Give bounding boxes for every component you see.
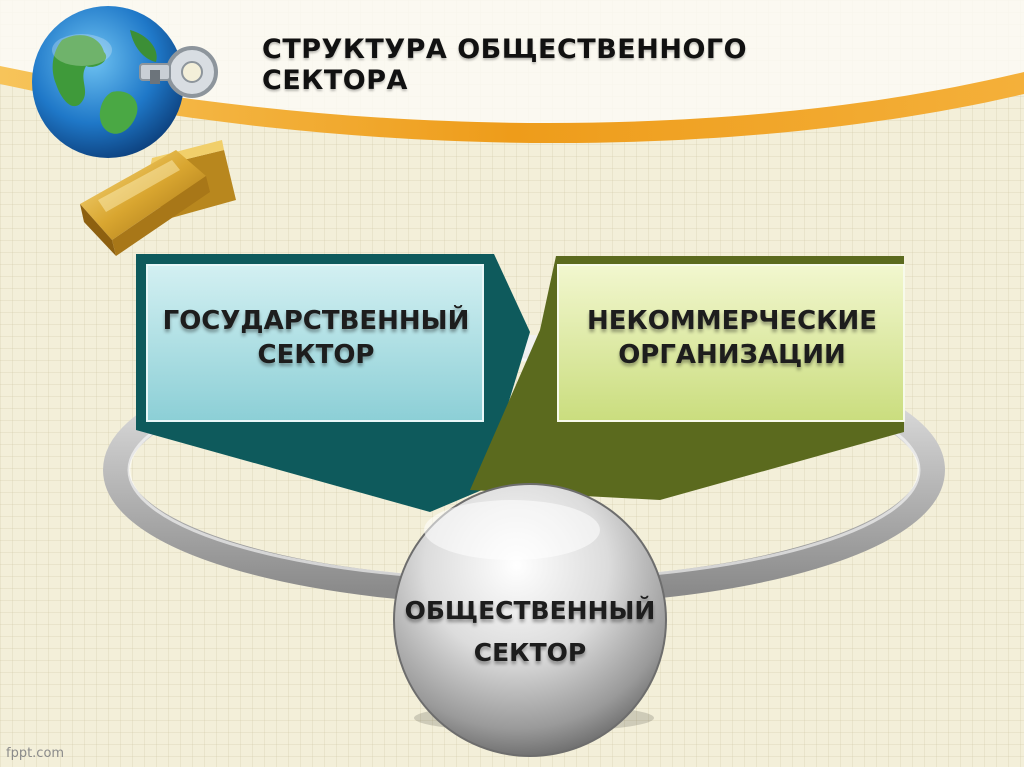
right-box-label: НЕКОММЕРЧЕСКИЕ ОРГАНИЗАЦИИ — [562, 304, 902, 372]
gold-bars-icon — [80, 140, 236, 256]
left-box-line-1: ГОСУДАРСТВЕННЫЙ — [162, 306, 470, 336]
center-line-2: СЕКТОР — [473, 638, 587, 667]
right-box-line-1: НЕКОММЕРЧЕСКИЕ — [586, 306, 878, 336]
left-box — [146, 264, 484, 422]
slide-title: СТРУКТУРА ОБЩЕСТВЕННОГО СЕКТОРА — [262, 34, 748, 96]
right-box — [557, 264, 905, 422]
center-line-1: ОБЩЕСТВЕННЫЙ — [404, 596, 656, 625]
header-band — [0, 0, 1024, 128]
right-box-line-2: ОРГАНИЗАЦИИ — [618, 340, 846, 370]
left-box-line-2: СЕКТОР — [257, 340, 375, 370]
watermark: fppt.com — [6, 746, 65, 761]
globe-with-key-icon — [32, 6, 218, 158]
left-box-label: ГОСУДАРСТВЕННЫЙ СЕКТОР — [150, 304, 482, 372]
center-label: ОБЩЕСТВЕННЫЙ СЕКТОР — [392, 590, 668, 674]
accent-stripe — [0, 66, 1024, 143]
